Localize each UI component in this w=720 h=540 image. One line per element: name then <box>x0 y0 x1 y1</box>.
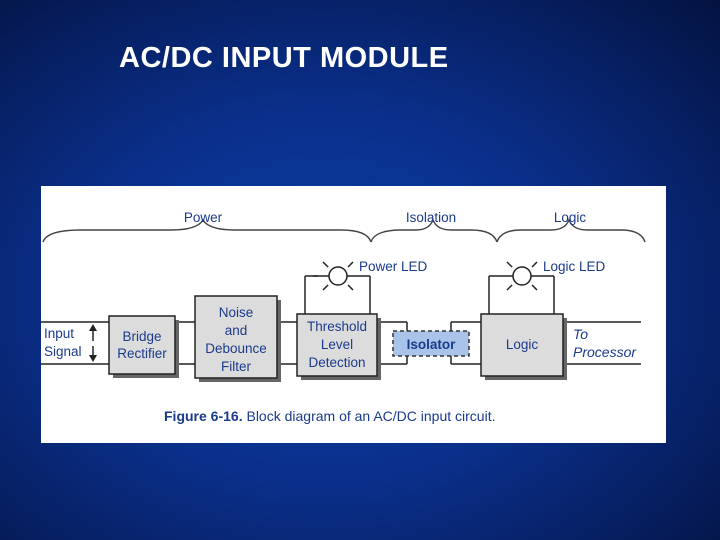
logic-led-label: Logic LED <box>543 259 606 274</box>
figure-caption-text: Block diagram of an AC/DC input circuit. <box>243 408 496 424</box>
logic-block-label: Logic <box>506 337 539 352</box>
bridge-rectifier-block <box>108 315 179 378</box>
logic-led-icon <box>488 261 555 314</box>
slide-title: AC/DC INPUT MODULE <box>119 42 449 74</box>
bridge-rectifier-line-2: Rectifier <box>117 346 167 361</box>
threshold-line-3: Detection <box>308 355 365 370</box>
isolator-label: Isolator <box>407 337 457 352</box>
signal-wires <box>41 321 641 365</box>
filter-line-2: and <box>225 323 248 338</box>
isolation-brace <box>370 218 498 243</box>
logic-block <box>480 313 567 380</box>
input-arrows-icon <box>89 324 97 362</box>
figure-number: Figure 6-16. <box>164 408 243 424</box>
input-label-line-2: Signal <box>44 344 82 359</box>
output-label-line-2: Processor <box>573 344 637 360</box>
block-diagram: Power Isolation Logic Power LED <box>41 210 646 424</box>
threshold-line-2: Level <box>321 337 353 352</box>
power-led-label: Power LED <box>359 259 428 274</box>
section-label-isolation: Isolation <box>406 210 456 225</box>
output-label-line-1: To <box>573 326 588 342</box>
filter-line-4: Filter <box>221 359 252 374</box>
power-led-icon <box>304 261 371 314</box>
filter-line-1: Noise <box>219 305 254 320</box>
section-label-logic: Logic <box>554 210 587 225</box>
isolator-block <box>392 330 470 357</box>
section-label-power: Power <box>184 210 223 225</box>
threshold-line-1: Threshold <box>307 319 367 334</box>
filter-line-3: Debounce <box>205 341 267 356</box>
debounce-filter-block <box>194 295 281 382</box>
logic-brace <box>496 218 646 243</box>
block-diagram-figure: Power Isolation Logic Power LED <box>41 186 666 443</box>
bridge-rectifier-line-1: Bridge <box>122 329 161 344</box>
input-label-line-1: Input <box>44 326 74 341</box>
power-brace <box>42 218 372 243</box>
threshold-detection-block <box>296 313 381 380</box>
figure-caption: Figure 6-16. Block diagram of an AC/DC i… <box>164 408 495 424</box>
